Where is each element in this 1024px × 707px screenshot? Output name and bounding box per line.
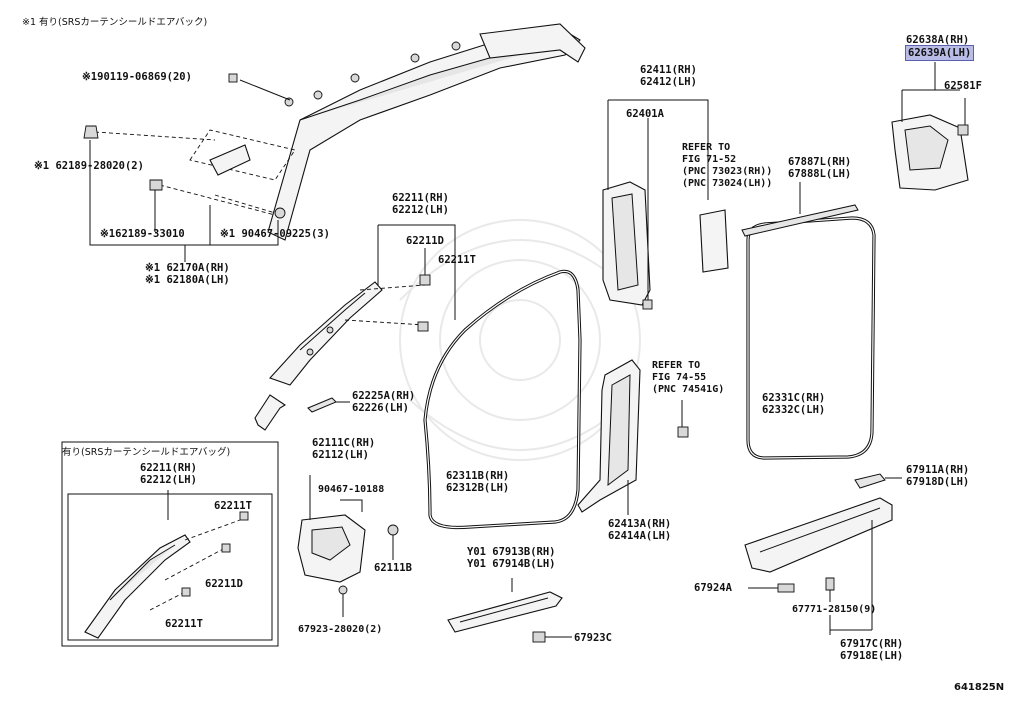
rear-door-scuff-plate[interactable] xyxy=(744,473,902,635)
part-label-62401a[interactable]: 62401A xyxy=(626,108,664,120)
part-label-90119-06869[interactable]: ※190119-06869(20) xyxy=(82,71,192,83)
part-label-62414a[interactable]: 62414A(LH) xyxy=(608,530,672,542)
cowl-side-trim[interactable] xyxy=(297,475,399,617)
part-label-62211t[interactable]: 62211T xyxy=(438,254,476,266)
part-label-67924a[interactable]: 67924A xyxy=(694,582,732,594)
part-label-67917c[interactable]: 67917C(RH) xyxy=(840,638,904,650)
part-label-67923c[interactable]: 67923C xyxy=(574,632,612,644)
watermark-emblem xyxy=(399,219,641,461)
part-label-62412[interactable]: 62412(LH) xyxy=(640,76,697,88)
pillar-garnish-leaders xyxy=(344,224,456,332)
figure-code: 641825N xyxy=(954,682,1005,693)
part-label-62225a[interactable]: 62225A(RH) xyxy=(352,390,416,402)
part-label-62180a[interactable]: ※1 62180A(LH) xyxy=(145,274,230,286)
inset-title: 有り(SRSカーテンシールドエアバッグ) xyxy=(62,447,231,458)
part-label-62331c[interactable]: 62331C(RH) xyxy=(762,392,826,404)
part-label-62211d[interactable]: 62211D xyxy=(406,235,444,247)
center-pillar-lower-garnish[interactable] xyxy=(577,359,641,515)
part-label-67911a[interactable]: 67911A(RH) xyxy=(906,464,970,476)
airbag-leaders xyxy=(89,140,279,262)
part-label-62312b[interactable]: 62312B(LH) xyxy=(446,482,510,494)
airbag-bracket xyxy=(94,129,296,216)
refer-fig-71-52-a[interactable]: REFER TO xyxy=(682,142,731,153)
part-label-67923-28020[interactable]: 67923-28020(2) xyxy=(298,624,383,635)
inset-label-62211t-a[interactable]: 62211T xyxy=(214,500,252,512)
refer-fig-71-52-c[interactable]: (PNC 73023(RH)) xyxy=(682,166,773,177)
part-label-62111b[interactable]: 62111B xyxy=(374,562,412,574)
refer-fig-74-55-c[interactable]: (PNC 74541G) xyxy=(652,384,725,395)
refer-fig-74-55-b[interactable]: FIG 74-55 xyxy=(652,372,707,383)
part-label-67918e[interactable]: 67918E(LH) xyxy=(840,650,904,662)
part-label-62211[interactable]: 62211(RH) xyxy=(392,192,449,204)
part-label-62332c[interactable]: 62332C(LH) xyxy=(762,404,826,416)
part-label-67888l[interactable]: 67888L(LH) xyxy=(788,168,852,180)
small-clip-ref xyxy=(677,426,689,438)
part-label-67887l[interactable]: 67887L(RH) xyxy=(788,156,852,168)
part-label-62311b[interactable]: 62311B(RH) xyxy=(446,470,510,482)
part-label-62112[interactable]: 62112(LH) xyxy=(312,449,369,461)
inset-label-62212[interactable]: 62212(LH) xyxy=(140,474,197,486)
refer-fig-74-55-a[interactable]: REFER TO xyxy=(652,360,701,371)
pillar-clip-62225a[interactable] xyxy=(307,397,337,413)
part-label-62111c[interactable]: 62111C(RH) xyxy=(312,437,376,449)
part-label-62639a-selected[interactable]: 62639A(LH) xyxy=(904,45,975,61)
refer-fig-71-52-d[interactable]: (PNC 73024(LH)) xyxy=(682,178,773,189)
door-weatherstrip[interactable] xyxy=(741,182,859,237)
inset-label-62211[interactable]: 62211(RH) xyxy=(140,462,197,474)
part-label-62212[interactable]: 62212(LH) xyxy=(392,204,449,216)
part-label-62638a[interactable]: 62638A(RH) xyxy=(906,34,970,46)
part-label-62170a[interactable]: ※1 62170A(RH) xyxy=(145,262,230,274)
center-pillar-upper-garnish[interactable] xyxy=(602,99,709,310)
rear-door-opening-trim[interactable] xyxy=(746,216,876,460)
part-label-67914b[interactable]: Y01 67914B(LH) xyxy=(467,558,556,570)
part-label-62226[interactable]: 62226(LH) xyxy=(352,402,409,414)
part-label-90467-09225[interactable]: ※1 90467-09225(3) xyxy=(220,228,330,240)
front-door-opening-trim[interactable] xyxy=(423,269,582,530)
rear-pillar-garnish[interactable] xyxy=(891,62,969,191)
part-label-67918d[interactable]: 67918D(LH) xyxy=(906,476,970,488)
curtain-airbag[interactable] xyxy=(239,23,586,241)
airbag-note: ※1 有り(SRSカーテンシールドエアバック) xyxy=(22,17,208,28)
inset-label-62211d[interactable]: 62211D xyxy=(205,578,243,590)
view-arrow xyxy=(254,394,287,431)
part-label-67771-28150[interactable]: 67771-28150(9) xyxy=(792,604,877,615)
part-label-62411[interactable]: 62411(RH) xyxy=(640,64,697,76)
part-label-90467-10188[interactable]: 90467-10188 xyxy=(318,484,385,495)
refer-fig-71-52-b[interactable]: FIG 71-52 xyxy=(682,154,737,165)
front-pillar-garnish[interactable] xyxy=(269,281,383,386)
part-label-62413a[interactable]: 62413A(RH) xyxy=(608,518,672,530)
inset-label-62211t-b[interactable]: 62211T xyxy=(165,618,203,630)
inset-box xyxy=(61,441,279,647)
part-label-62189-28020[interactable]: ※1 62189-28020(2) xyxy=(34,160,144,172)
airbag-clips xyxy=(83,73,286,219)
part-label-62189-33010[interactable]: ※162189-33010 xyxy=(100,228,185,240)
part-label-67913b[interactable]: Y01 67913B(RH) xyxy=(467,546,556,558)
door-handle-ref xyxy=(699,209,729,273)
part-label-62581f[interactable]: 62581F xyxy=(944,80,982,92)
front-door-scuff-plate[interactable] xyxy=(447,578,572,643)
